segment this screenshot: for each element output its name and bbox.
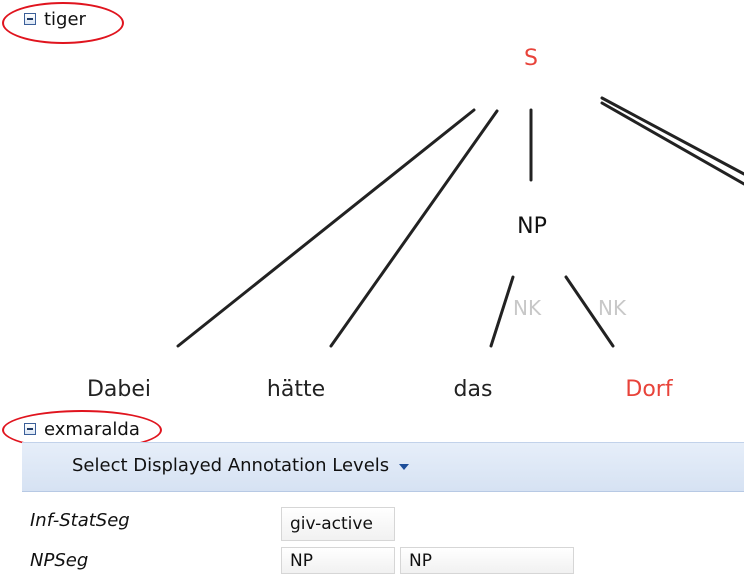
- edge-np-das: [489, 275, 515, 348]
- collapse-icon[interactable]: [24, 13, 36, 25]
- edge-s-right-1: [600, 96, 744, 176]
- syntax-tree: [176, 96, 744, 348]
- section-title-exmaralda: exmaralda: [44, 418, 140, 440]
- dropdown-arrow-icon: [399, 463, 410, 470]
- edge-np-dorf: [564, 275, 615, 348]
- section-title-tiger: tiger: [44, 8, 86, 30]
- edge-s-haette: [329, 109, 499, 348]
- token-das: das: [453, 377, 493, 402]
- section-header-tiger[interactable]: tiger: [24, 6, 86, 32]
- annotation-cell[interactable]: NP: [281, 547, 395, 574]
- level-label-inf-statseg: Inf-StatSeg: [30, 510, 130, 531]
- edge-label-nk-right: NK: [598, 296, 627, 320]
- annotation-cell[interactable]: giv-active: [281, 507, 395, 541]
- annotation-toolbar: Select Displayed Annotation Levels: [22, 442, 744, 492]
- level-label-npseg: NPSeg: [30, 550, 89, 571]
- edge-s-right-2: [600, 101, 744, 186]
- edge-s-dabei: [176, 108, 476, 348]
- collapse-icon[interactable]: [24, 423, 36, 435]
- select-annotation-levels-button[interactable]: Select Displayed Annotation Levels: [72, 455, 410, 476]
- token-haette: hätte: [266, 377, 326, 402]
- token-dorf: Dorf: [625, 377, 673, 402]
- token-dabei: Dabei: [86, 377, 152, 402]
- edge-label-nk-left: NK: [513, 296, 542, 320]
- tree-node-np: NP: [517, 214, 547, 239]
- tree-node-s: S: [524, 46, 538, 71]
- select-annotation-levels-label: Select Displayed Annotation Levels: [72, 455, 390, 476]
- annotation-cell[interactable]: NP: [400, 547, 574, 574]
- section-header-exmaralda[interactable]: exmaralda: [24, 416, 140, 442]
